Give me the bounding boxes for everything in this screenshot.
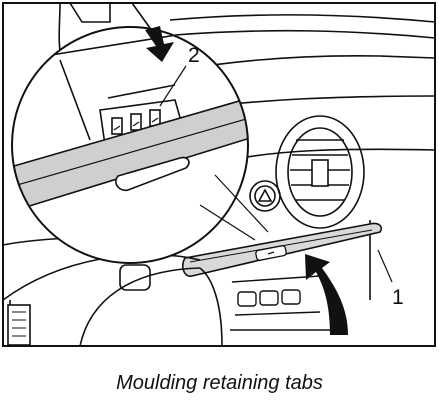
detail-magnifier	[11, 26, 269, 264]
figure-caption: Moulding retaining tabs	[116, 372, 323, 394]
removal-arrow-icon	[305, 254, 348, 335]
centre-console-switches	[231, 275, 321, 316]
hazard-switch-icon	[249, 180, 281, 212]
callout-leader-1	[377, 249, 393, 283]
callout-label-1: 1	[392, 286, 404, 309]
steering-wheel	[2, 253, 223, 347]
push-arrow-icon	[145, 26, 174, 62]
callout-label-2: 2	[188, 44, 200, 67]
moulding-strip	[182, 222, 383, 277]
air-vent	[275, 115, 365, 229]
